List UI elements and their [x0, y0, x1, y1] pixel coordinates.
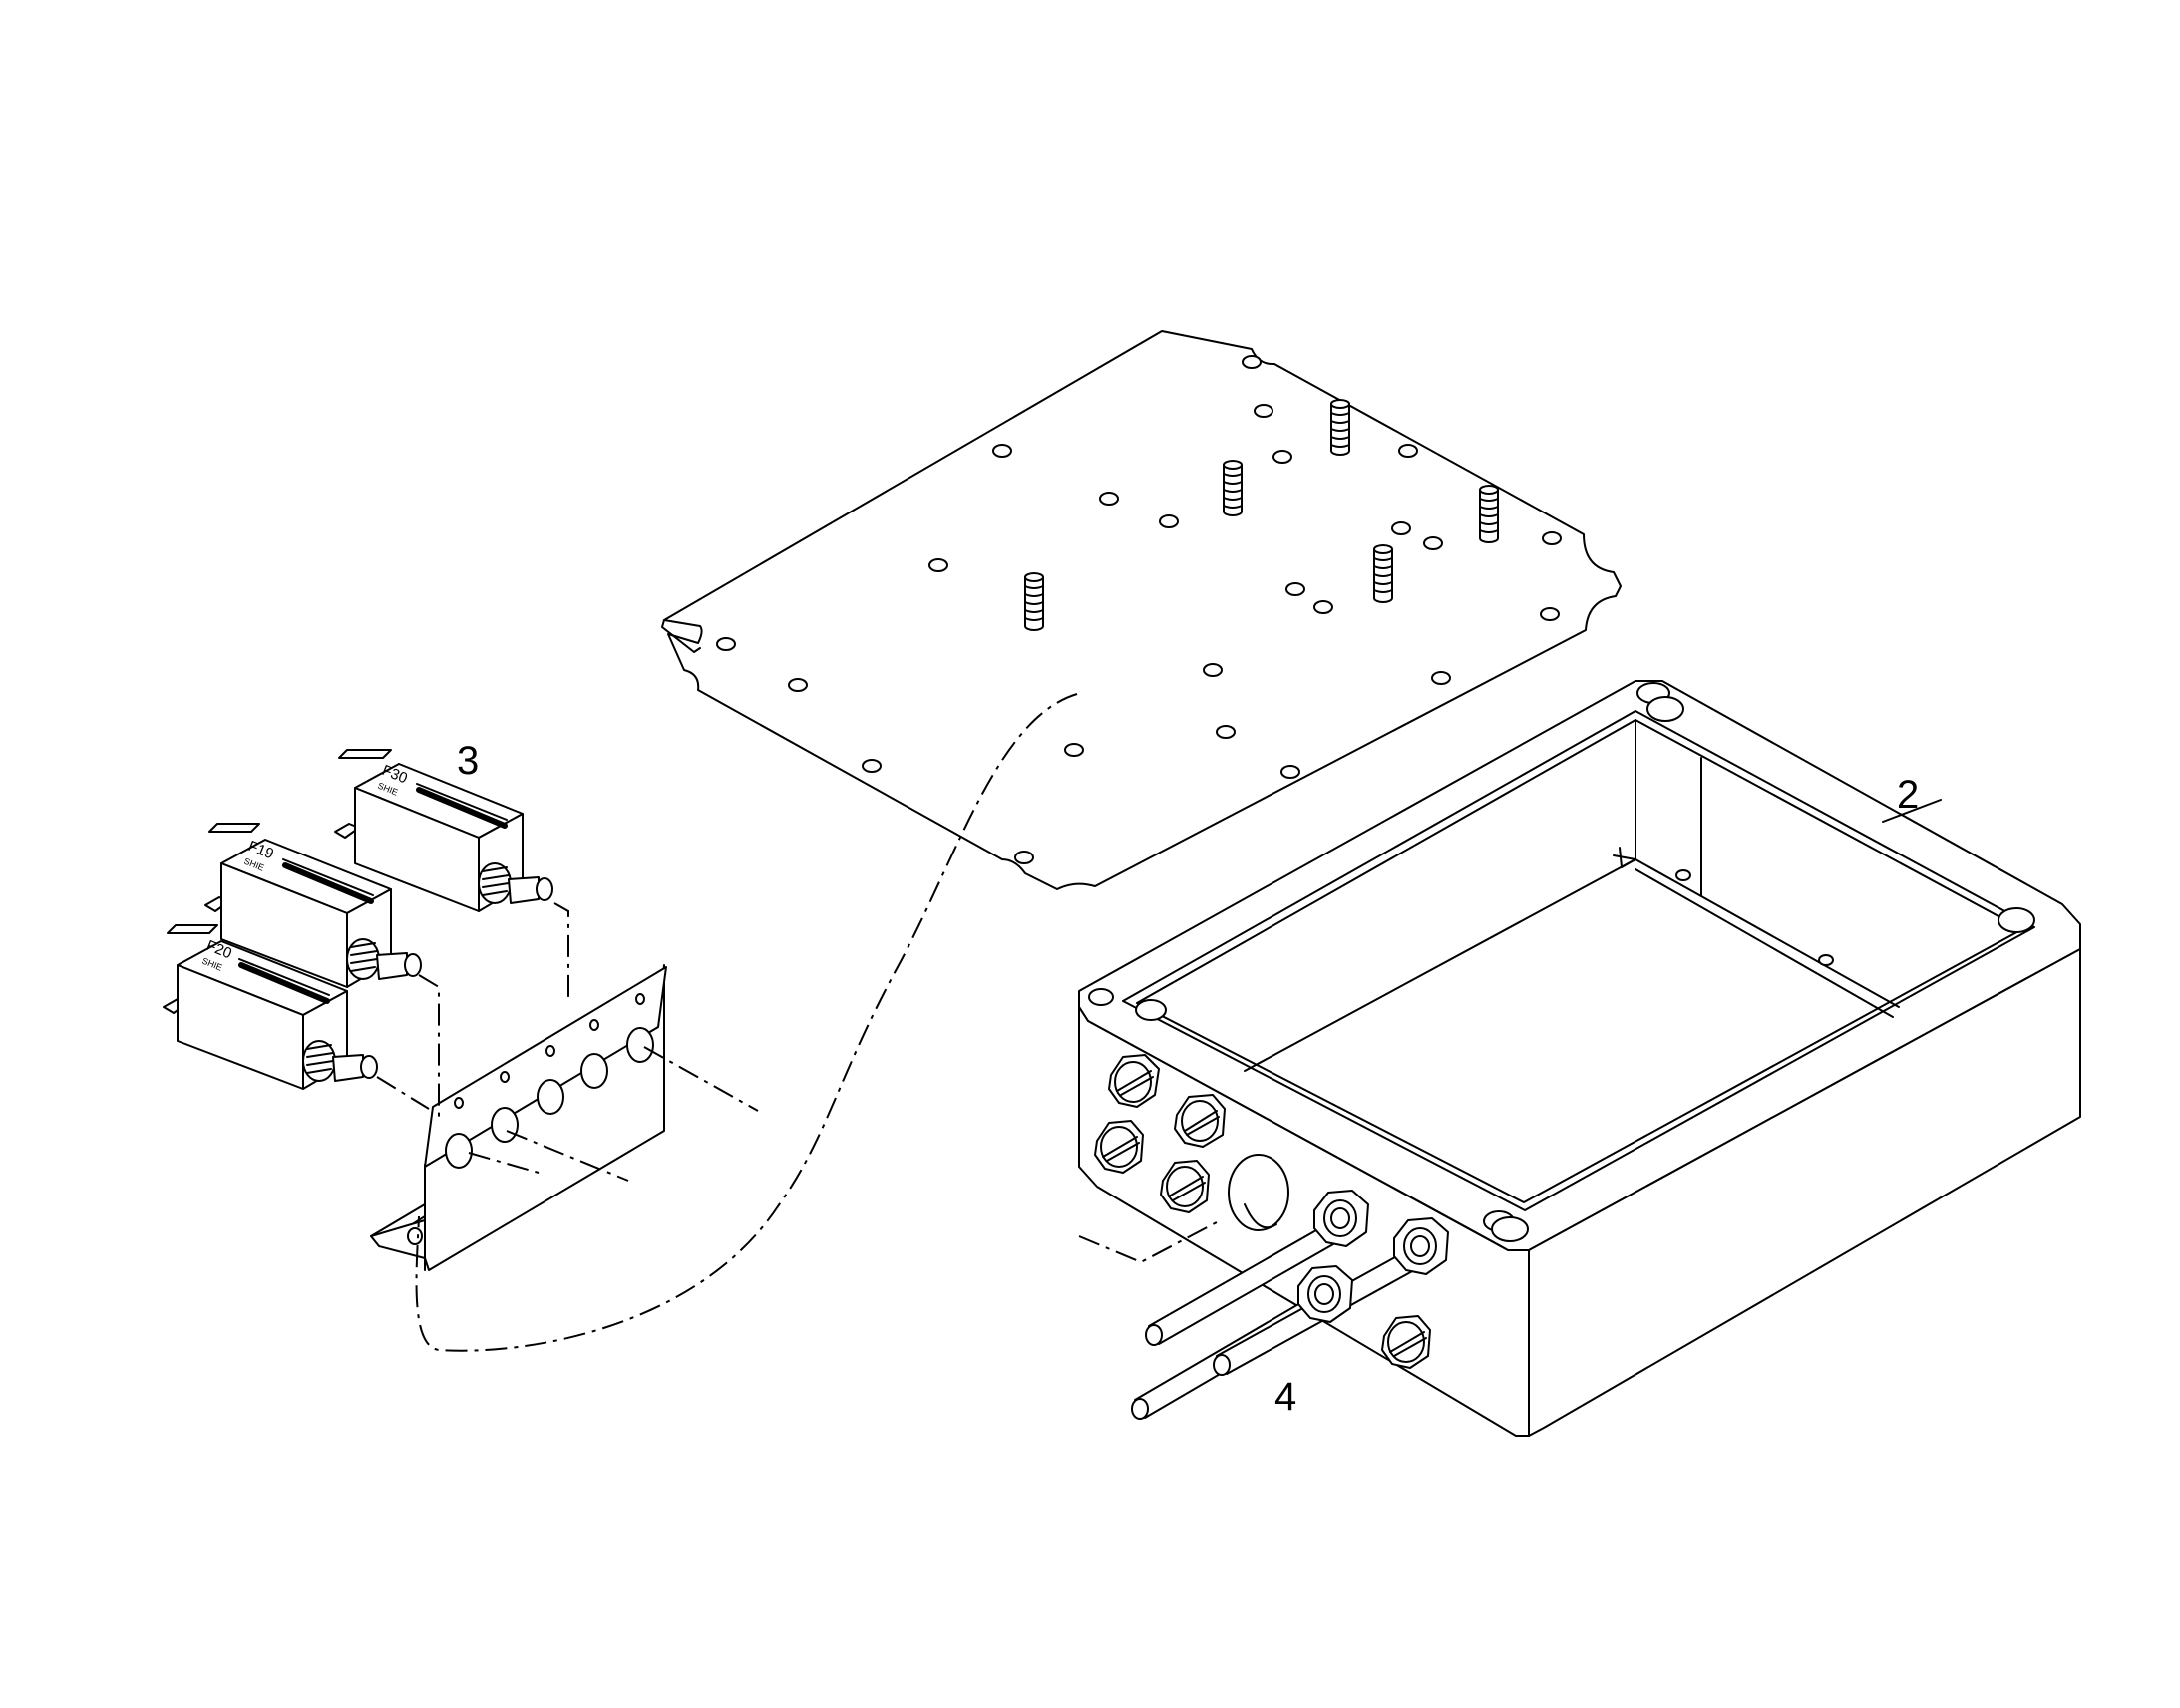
blanking-plug	[1381, 1315, 1431, 1369]
relay-f19: F19 SHIE	[204, 823, 422, 988]
callout-leader-2	[1882, 799, 1942, 823]
relay-f20: F20 SHIE	[163, 924, 378, 1090]
blanking-plug	[1174, 1094, 1226, 1148]
relay-f30: F30 SHIE	[334, 749, 553, 912]
blanking-plugs	[1094, 1054, 1431, 1369]
callout-label-2: 2	[1897, 773, 1919, 817]
threaded-studs	[1024, 399, 1499, 631]
gland-nut	[1393, 1217, 1449, 1275]
callout-label-3: 3	[457, 739, 479, 783]
stud	[1479, 485, 1499, 543]
stud	[1330, 399, 1350, 456]
blanking-plug	[1094, 1120, 1144, 1174]
enclosure-box	[1078, 680, 2081, 1437]
callout-label-4: 4	[1274, 1375, 1296, 1419]
gland-nut	[1313, 1190, 1369, 1247]
cable	[1145, 1221, 1341, 1346]
stud	[1024, 572, 1044, 631]
cable-glands	[1131, 1190, 1449, 1420]
blanking-plug	[1160, 1160, 1210, 1213]
mounting-plate	[661, 330, 1622, 890]
blanking-plug	[1108, 1054, 1160, 1108]
relay-bracket	[370, 964, 667, 1271]
plate-holes	[716, 355, 1562, 864]
gland-nut	[1297, 1265, 1353, 1323]
assembly-lines	[376, 693, 1218, 1352]
cable-entry-hole	[1228, 1154, 1289, 1231]
stud	[1373, 544, 1393, 603]
callouts: 2 3 4	[457, 739, 1942, 1419]
stud	[1223, 460, 1243, 516]
